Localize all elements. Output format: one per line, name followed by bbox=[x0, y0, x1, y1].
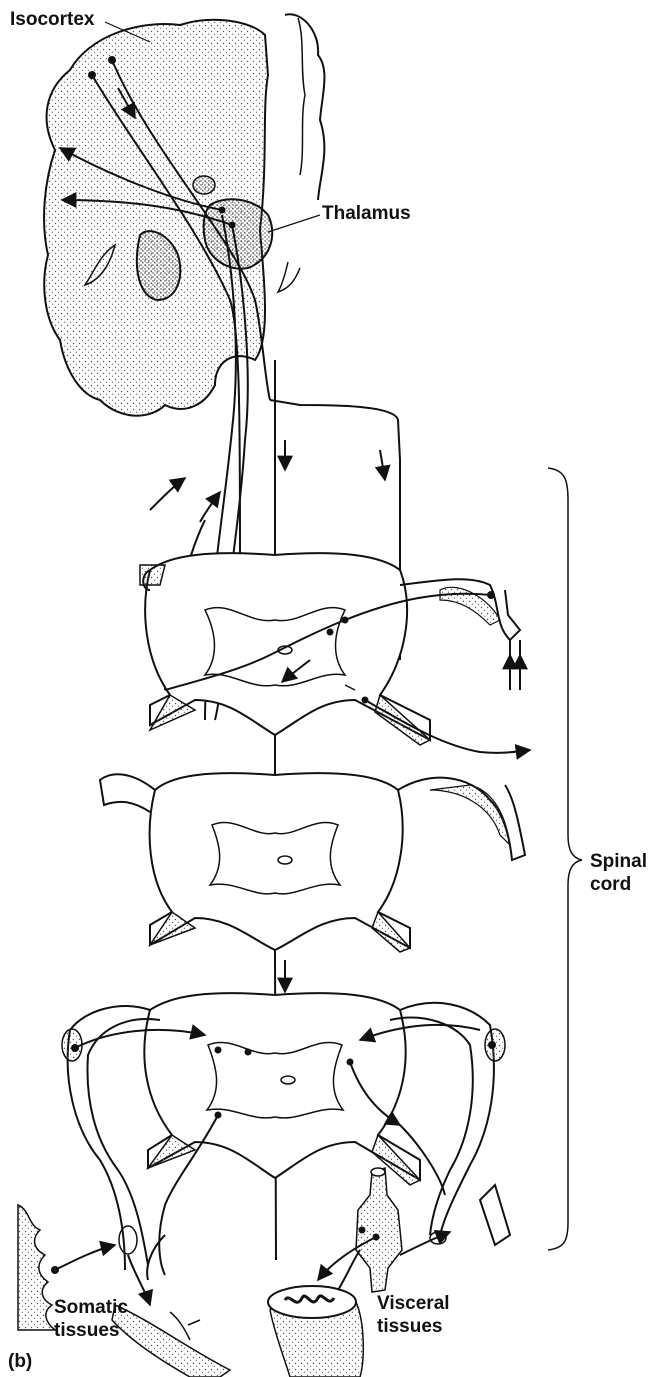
somatic-tissue bbox=[18, 1205, 230, 1377]
isocortex-label: Isocortex bbox=[10, 8, 94, 31]
spinal-segment-upper bbox=[140, 553, 530, 753]
visceral-tissues-label-line-2: tissues bbox=[377, 1315, 450, 1338]
thalamus-leader bbox=[268, 215, 320, 232]
thalamus-label: Thalamus bbox=[322, 202, 411, 225]
small-nucleus bbox=[193, 176, 215, 194]
spinal-cord-label-line-1: Spinal bbox=[590, 850, 647, 873]
right-hemisphere-edge bbox=[285, 14, 324, 200]
visceral-tissues-label-line-1: Visceral bbox=[377, 1292, 450, 1315]
spinal-segment-lower bbox=[62, 993, 510, 1280]
spinal-cord-label-line-2: cord bbox=[590, 873, 647, 896]
visceral-tissues-label: Visceral tissues bbox=[377, 1292, 450, 1338]
panel-label: (b) bbox=[8, 1350, 32, 1373]
somatic-tissues-label: Somatic tissues bbox=[54, 1296, 128, 1342]
somatic-tissues-label-line-2: tissues bbox=[54, 1319, 128, 1342]
visceral-tissue bbox=[268, 1168, 450, 1377]
spinal-cord-brace bbox=[548, 468, 582, 1250]
spinal-cord-label: Spinal cord bbox=[590, 850, 647, 896]
spinal-segment-middle bbox=[100, 773, 525, 952]
somatic-tissues-label-line-1: Somatic bbox=[54, 1296, 128, 1319]
